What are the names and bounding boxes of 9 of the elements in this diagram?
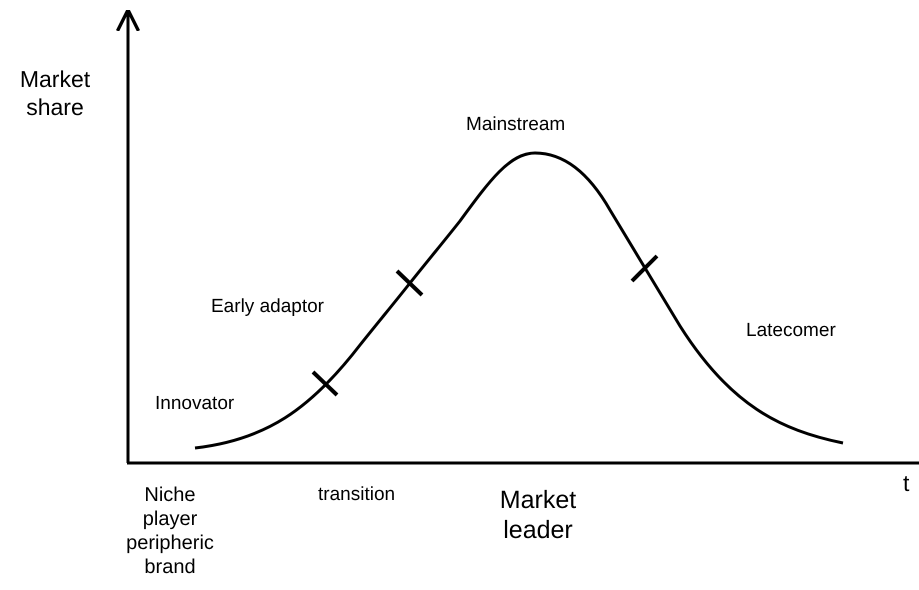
stage-label: Innovator bbox=[155, 393, 234, 416]
category-label: Niche player peripheric brand bbox=[125, 483, 215, 579]
stage-label: Mainstream bbox=[466, 114, 566, 137]
category-label: Market leader bbox=[498, 485, 578, 545]
axis-label: t bbox=[903, 470, 910, 498]
stage-label: Latecomer bbox=[746, 320, 836, 343]
category-label: transition bbox=[318, 484, 396, 507]
axis-label: Market share bbox=[18, 66, 92, 122]
stage-label: Early adaptor bbox=[211, 296, 324, 319]
